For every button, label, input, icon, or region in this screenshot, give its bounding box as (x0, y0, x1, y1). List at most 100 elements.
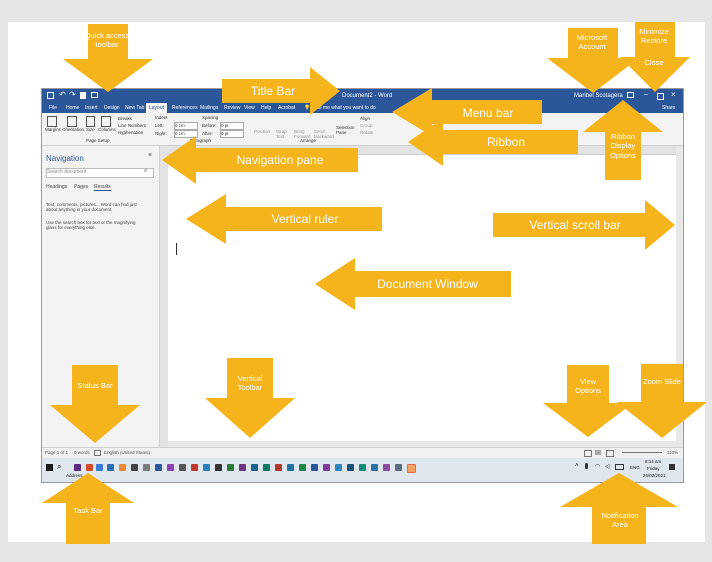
app-icon[interactable] (263, 464, 270, 471)
tab-insert[interactable]: Insert (85, 105, 98, 111)
close-icon[interactable]: × (671, 90, 676, 99)
tab-acrobat[interactable]: Acrobat (278, 105, 296, 111)
orientation-button[interactable]: Orientation (62, 116, 84, 132)
nav-tab-pages[interactable]: Pages (74, 184, 89, 190)
app-icon[interactable] (383, 464, 390, 471)
tab-references[interactable]: References (172, 105, 198, 111)
callout-status-bar-label: Status Bar (77, 381, 113, 390)
bring-forward-button[interactable]: Bring Forward (294, 129, 311, 139)
spacing-after-input[interactable]: 0 pt (220, 130, 244, 138)
zoom-slider[interactable] (622, 452, 662, 453)
app-icon[interactable] (239, 464, 246, 471)
page-count[interactable]: Page 1 of 1 (45, 450, 69, 455)
breaks-button[interactable]: Breaks (118, 116, 133, 121)
app-icon[interactable] (155, 464, 162, 471)
align-button[interactable]: Align (360, 116, 371, 121)
columns-button[interactable]: Columns (98, 116, 116, 132)
print-layout-icon[interactable] (595, 450, 601, 455)
app-icon[interactable] (131, 464, 138, 471)
tab-review[interactable]: Review (224, 105, 241, 111)
tab-view[interactable]: View (244, 105, 255, 111)
app-icon[interactable] (86, 464, 93, 471)
navigation-close-icon[interactable]: × (148, 152, 153, 159)
send-backward-button[interactable]: Send Backward (314, 129, 334, 139)
indent-right-input[interactable]: 0 cm (174, 130, 198, 138)
app-icon[interactable] (215, 464, 222, 471)
read-mode-icon[interactable] (584, 450, 592, 457)
print-icon[interactable] (91, 92, 98, 98)
selection-pane-button[interactable]: Selection Pane (336, 125, 355, 135)
indent-left-input[interactable]: 0 cm (174, 122, 198, 130)
app-icon[interactable] (407, 464, 416, 473)
app-icon[interactable] (335, 464, 342, 471)
nav-tab-headings[interactable]: Headings (46, 184, 68, 190)
size-button[interactable]: Size (86, 116, 96, 132)
tab-file[interactable]: File (49, 105, 58, 111)
spacing-before-input[interactable]: 0 pt (220, 122, 244, 130)
hyphenation-button[interactable]: Hyphenation (118, 130, 144, 135)
app-icon[interactable] (191, 464, 198, 471)
app-icon[interactable] (167, 464, 174, 471)
tab-help[interactable]: Help (261, 105, 272, 111)
app-icon[interactable] (311, 464, 318, 471)
app-icon[interactable] (359, 464, 366, 471)
battery-icon[interactable] (615, 464, 624, 470)
microphone-icon[interactable] (585, 463, 588, 469)
app-icon[interactable] (119, 464, 126, 471)
wrap-text-button[interactable]: Wrap Text (276, 129, 287, 139)
rotate-button[interactable]: Rotate (360, 130, 374, 135)
group-button[interactable]: Group (360, 123, 373, 128)
tell-me-search[interactable]: Tell me what you want to do (314, 105, 376, 111)
word-count[interactable]: 0 words (74, 450, 90, 455)
app-icon[interactable] (287, 464, 294, 471)
tab-mailings[interactable]: Mailings (200, 105, 219, 111)
restore-icon[interactable] (657, 93, 664, 100)
app-icon[interactable] (323, 464, 330, 471)
nav-tab-results[interactable]: Results (94, 184, 111, 191)
wifi-icon[interactable]: ◠ (595, 464, 601, 470)
tab-design[interactable]: Design (104, 105, 120, 111)
app-icon[interactable] (299, 464, 306, 471)
app-icon[interactable] (347, 464, 354, 471)
tab-new-tab[interactable]: New Tab (125, 105, 145, 111)
app-icon[interactable] (395, 464, 402, 471)
zoom-percent[interactable]: 110% (667, 450, 679, 455)
web-layout-icon[interactable] (606, 450, 614, 457)
app-icon[interactable] (203, 464, 210, 471)
position-button[interactable]: Position (254, 129, 271, 134)
proofing-icon[interactable] (94, 450, 101, 456)
tab-layout[interactable]: Layout (146, 103, 168, 113)
chevron-up-icon[interactable]: ˄ (575, 463, 579, 469)
volume-icon[interactable]: ◁ (605, 464, 610, 470)
app-icon[interactable] (74, 464, 81, 471)
app-icon[interactable] (251, 464, 258, 471)
notification-icon[interactable] (669, 464, 675, 470)
redo-icon[interactable]: ↷ (69, 90, 76, 99)
undo-icon[interactable]: ↶ (59, 90, 66, 99)
taskbar-search-icon[interactable]: ⌕ (57, 462, 62, 471)
windows-start-icon[interactable] (46, 464, 53, 471)
app-icon[interactable] (371, 464, 378, 471)
share-button[interactable]: Share (662, 105, 676, 111)
app-icon[interactable] (179, 464, 186, 471)
minimize-icon[interactable]: – (644, 91, 648, 98)
margins-button[interactable]: Margins (45, 116, 61, 132)
clock-time[interactable]: 8:14 am (645, 459, 662, 464)
app-icon[interactable] (143, 464, 150, 471)
vertical-scrollbar[interactable] (676, 146, 683, 447)
app-icon[interactable] (107, 464, 114, 471)
search-document-input[interactable]: Search document (46, 168, 154, 178)
language-indicator[interactable]: English (United States) (104, 450, 151, 455)
tab-home[interactable]: Home (66, 105, 80, 111)
app-icon[interactable] (275, 464, 282, 471)
ribbon-display-options-icon[interactable] (627, 92, 634, 98)
horizontal-scrollbar[interactable] (168, 441, 676, 447)
new-icon[interactable] (80, 92, 86, 99)
search-icon[interactable]: ⌕ (144, 168, 148, 174)
line-numbers-button[interactable]: Line Numbers (118, 123, 147, 128)
language-indicator-taskbar[interactable]: ENG (630, 465, 640, 470)
user-name[interactable]: Maribel Scotagera (574, 93, 623, 99)
app-icon[interactable] (96, 464, 103, 471)
save-icon[interactable] (47, 92, 54, 99)
app-icon[interactable] (227, 464, 234, 471)
